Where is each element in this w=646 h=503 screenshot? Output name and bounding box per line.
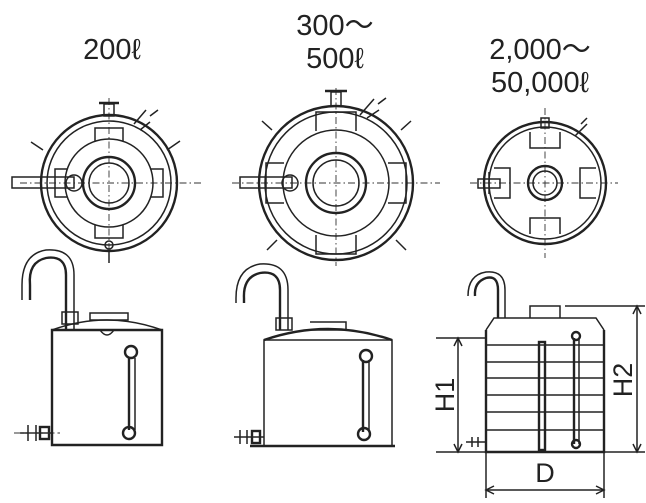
capacity-label-2000-50000: 2,000～ 50,000ℓ [470, 34, 610, 100]
dimension-h2-label: H2 [608, 363, 638, 398]
capacity-200-text: 200ℓ [83, 34, 141, 66]
tank-2000-50000-top-view [470, 108, 618, 258]
capacity-300-line2: 500ℓ [306, 43, 364, 75]
tank-200-side-view [14, 249, 164, 447]
capacity-300-line1: 300～ [296, 10, 374, 42]
capacity-2000-line1: 2,000～ [489, 34, 591, 66]
tank-300-500-top-view [232, 88, 440, 266]
capacity-label-300-500: 300～ 500ℓ [280, 10, 390, 76]
capacity-2000-line2: 50,000ℓ [490, 67, 590, 99]
dimension-d-label: D [535, 458, 555, 488]
tank-300-500-side-view [234, 263, 395, 448]
tank-2000-50000-side-view [436, 271, 645, 498]
tank-200-top-view [11, 98, 202, 263]
capacity-label-200: 200ℓ [62, 34, 162, 67]
dimension-h1-label: H1 [430, 378, 460, 413]
